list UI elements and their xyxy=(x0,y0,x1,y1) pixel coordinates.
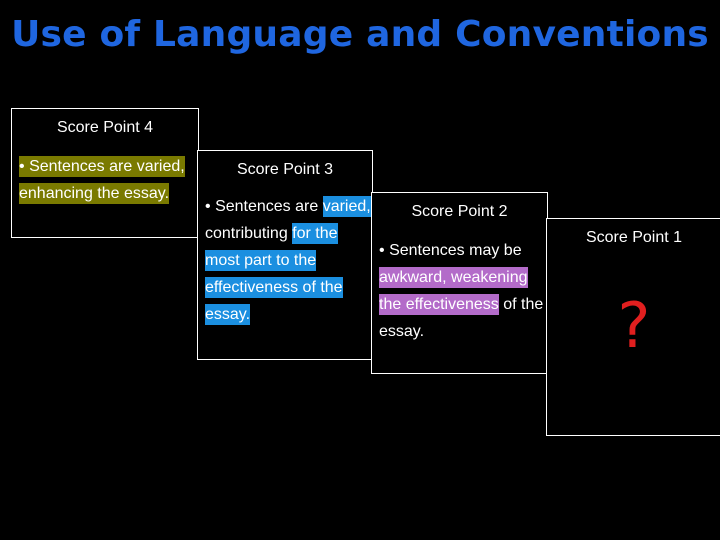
score-point-4-heading: Score Point 4 xyxy=(56,119,154,136)
score-point-3-part1: Sentences are xyxy=(215,198,319,215)
bullet: • xyxy=(379,242,385,259)
score-point-3-part3: contributing xyxy=(205,225,288,242)
score-point-2-part3: of the essay. xyxy=(379,296,544,340)
score-point-1-box: Score Point 1 ? xyxy=(546,218,720,436)
score-point-3-highlight-1: varied, xyxy=(322,196,371,217)
bullet: • xyxy=(19,158,25,175)
slide-title: Use of Language and Conventions xyxy=(11,14,709,55)
score-point-3-text: • Sentences are varied, contributing for… xyxy=(205,193,371,328)
score-point-2-part1: Sentences may be xyxy=(389,242,522,259)
score-point-2-heading: Score Point 2 xyxy=(411,203,508,220)
score-point-1-heading: Score Point 1 xyxy=(585,229,683,246)
score-point-3-box: Score Point 3 • Sentences are varied, co… xyxy=(197,150,373,360)
score-point-4-text: • Sentences are varied, enhancing the es… xyxy=(19,153,195,207)
bullet: • xyxy=(205,198,211,215)
score-point-4-highlight: • Sentences are varied, enhancing the es… xyxy=(19,156,185,204)
question-mark: ? xyxy=(617,289,651,362)
score-point-4-box: Score Point 4 • Sentences are varied, en… xyxy=(11,108,199,238)
score-point-2-box: Score Point 2 • Sentences may be awkward… xyxy=(371,192,548,374)
score-point-4-sentence: Sentences are varied, enhancing the essa… xyxy=(19,158,185,202)
score-point-2-text: • Sentences may be awkward, weakening th… xyxy=(379,237,545,345)
score-point-3-heading: Score Point 3 xyxy=(236,161,334,178)
